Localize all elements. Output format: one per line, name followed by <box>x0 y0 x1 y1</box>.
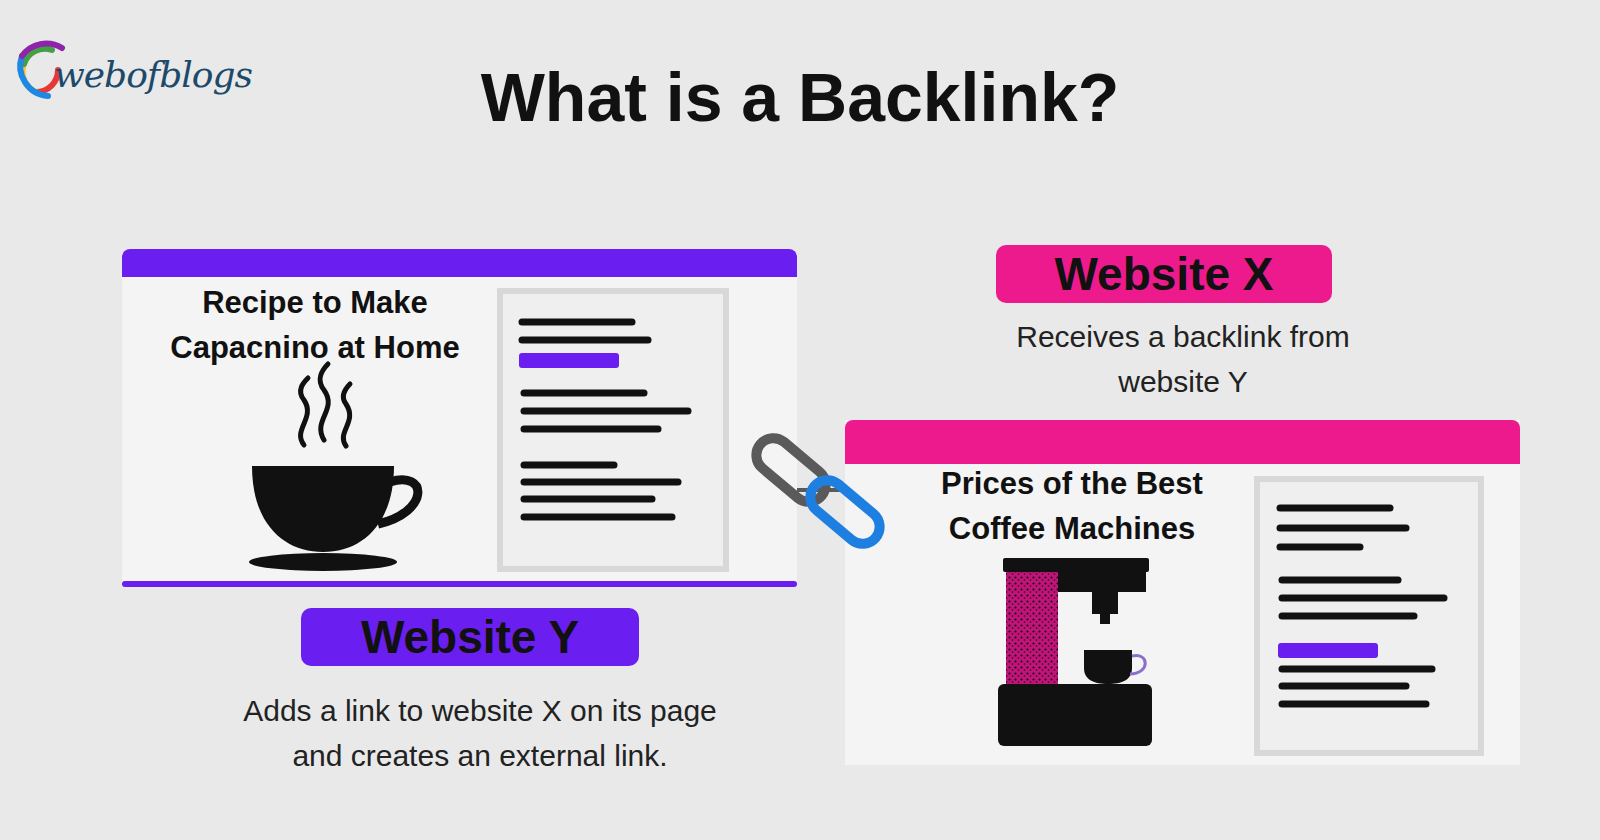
document-panel <box>500 291 726 569</box>
chain-link-connector <box>749 431 886 550</box>
website-card: Prices of the Best Coffee Machines <box>845 420 1520 765</box>
website-card: Recipe to Make Capacnino at Home <box>122 249 797 587</box>
pill-text: Website X <box>1055 247 1274 301</box>
logo-text: webofblogs <box>54 54 252 95</box>
description-text: Receives a backlink from website Y <box>973 314 1393 404</box>
description-text: Adds a link to website X on its page and… <box>220 688 740 778</box>
website-card <box>845 420 1520 765</box>
pill-text: Website Y <box>361 610 579 664</box>
card-heading: Recipe to Make Capacnino at Home <box>150 281 480 371</box>
site-label-pill: Website Y <box>301 608 639 666</box>
document-panel <box>1257 479 1481 753</box>
coffee-cup <box>249 364 418 571</box>
site-label-pill: Website X <box>996 245 1332 303</box>
card-heading: Prices of the Best Coffee Machines <box>907 462 1237 552</box>
website-card <box>122 249 797 587</box>
coffee-machine <box>998 558 1152 746</box>
